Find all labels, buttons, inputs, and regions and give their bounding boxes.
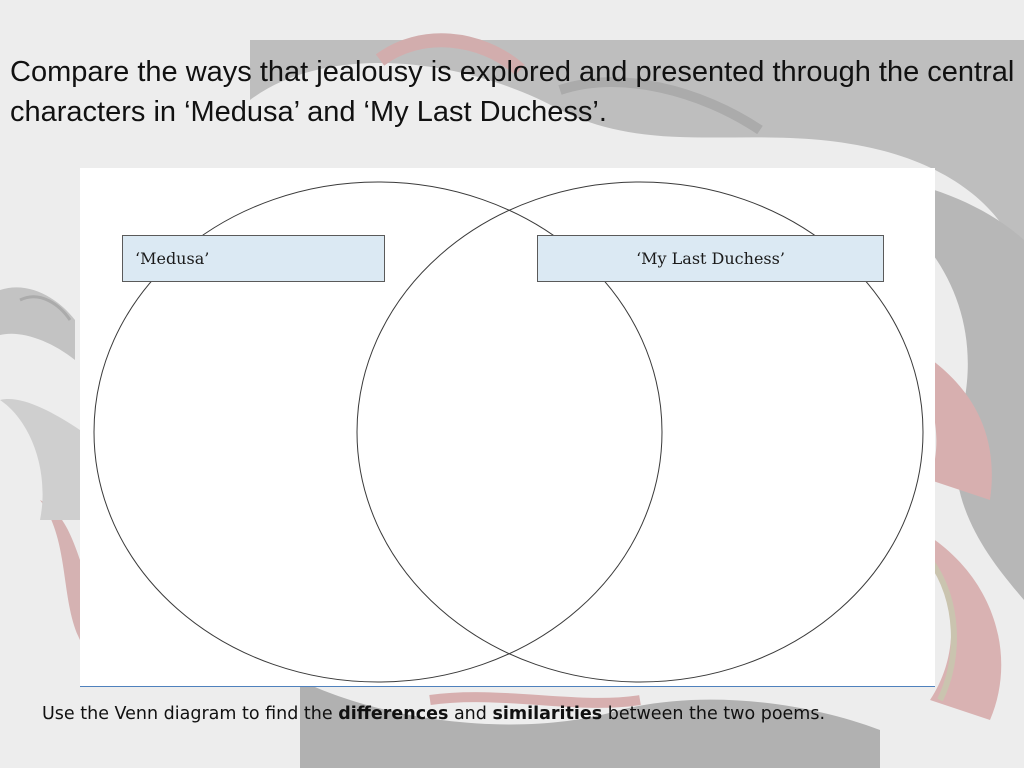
instruction-part-3: between the two poems. [602, 704, 826, 724]
instruction-similarities: similarities [492, 704, 603, 724]
medusa-label-text: ‘Medusa’ [135, 249, 210, 268]
instruction-differences: differences [338, 704, 449, 724]
instruction-part-2: and [448, 704, 493, 724]
venn-circles [93, 181, 924, 683]
medusa-circle [93, 181, 663, 683]
instruction-text: Use the Venn diagram to find the differe… [0, 704, 1024, 724]
slide-title: Compare the ways that jealousy is explor… [10, 56, 1015, 128]
instruction-part-1: Use the Venn diagram to find the [42, 704, 339, 724]
my-last-duchess-label-text: ‘My Last Duchess’ [636, 249, 785, 268]
medusa-label: ‘Medusa’ [122, 235, 385, 282]
my-last-duchess-label: ‘My Last Duchess’ [537, 235, 884, 282]
duchess-circle [356, 181, 924, 683]
venn-diagram: ‘Medusa’ ‘My Last Duchess’ [80, 168, 935, 687]
